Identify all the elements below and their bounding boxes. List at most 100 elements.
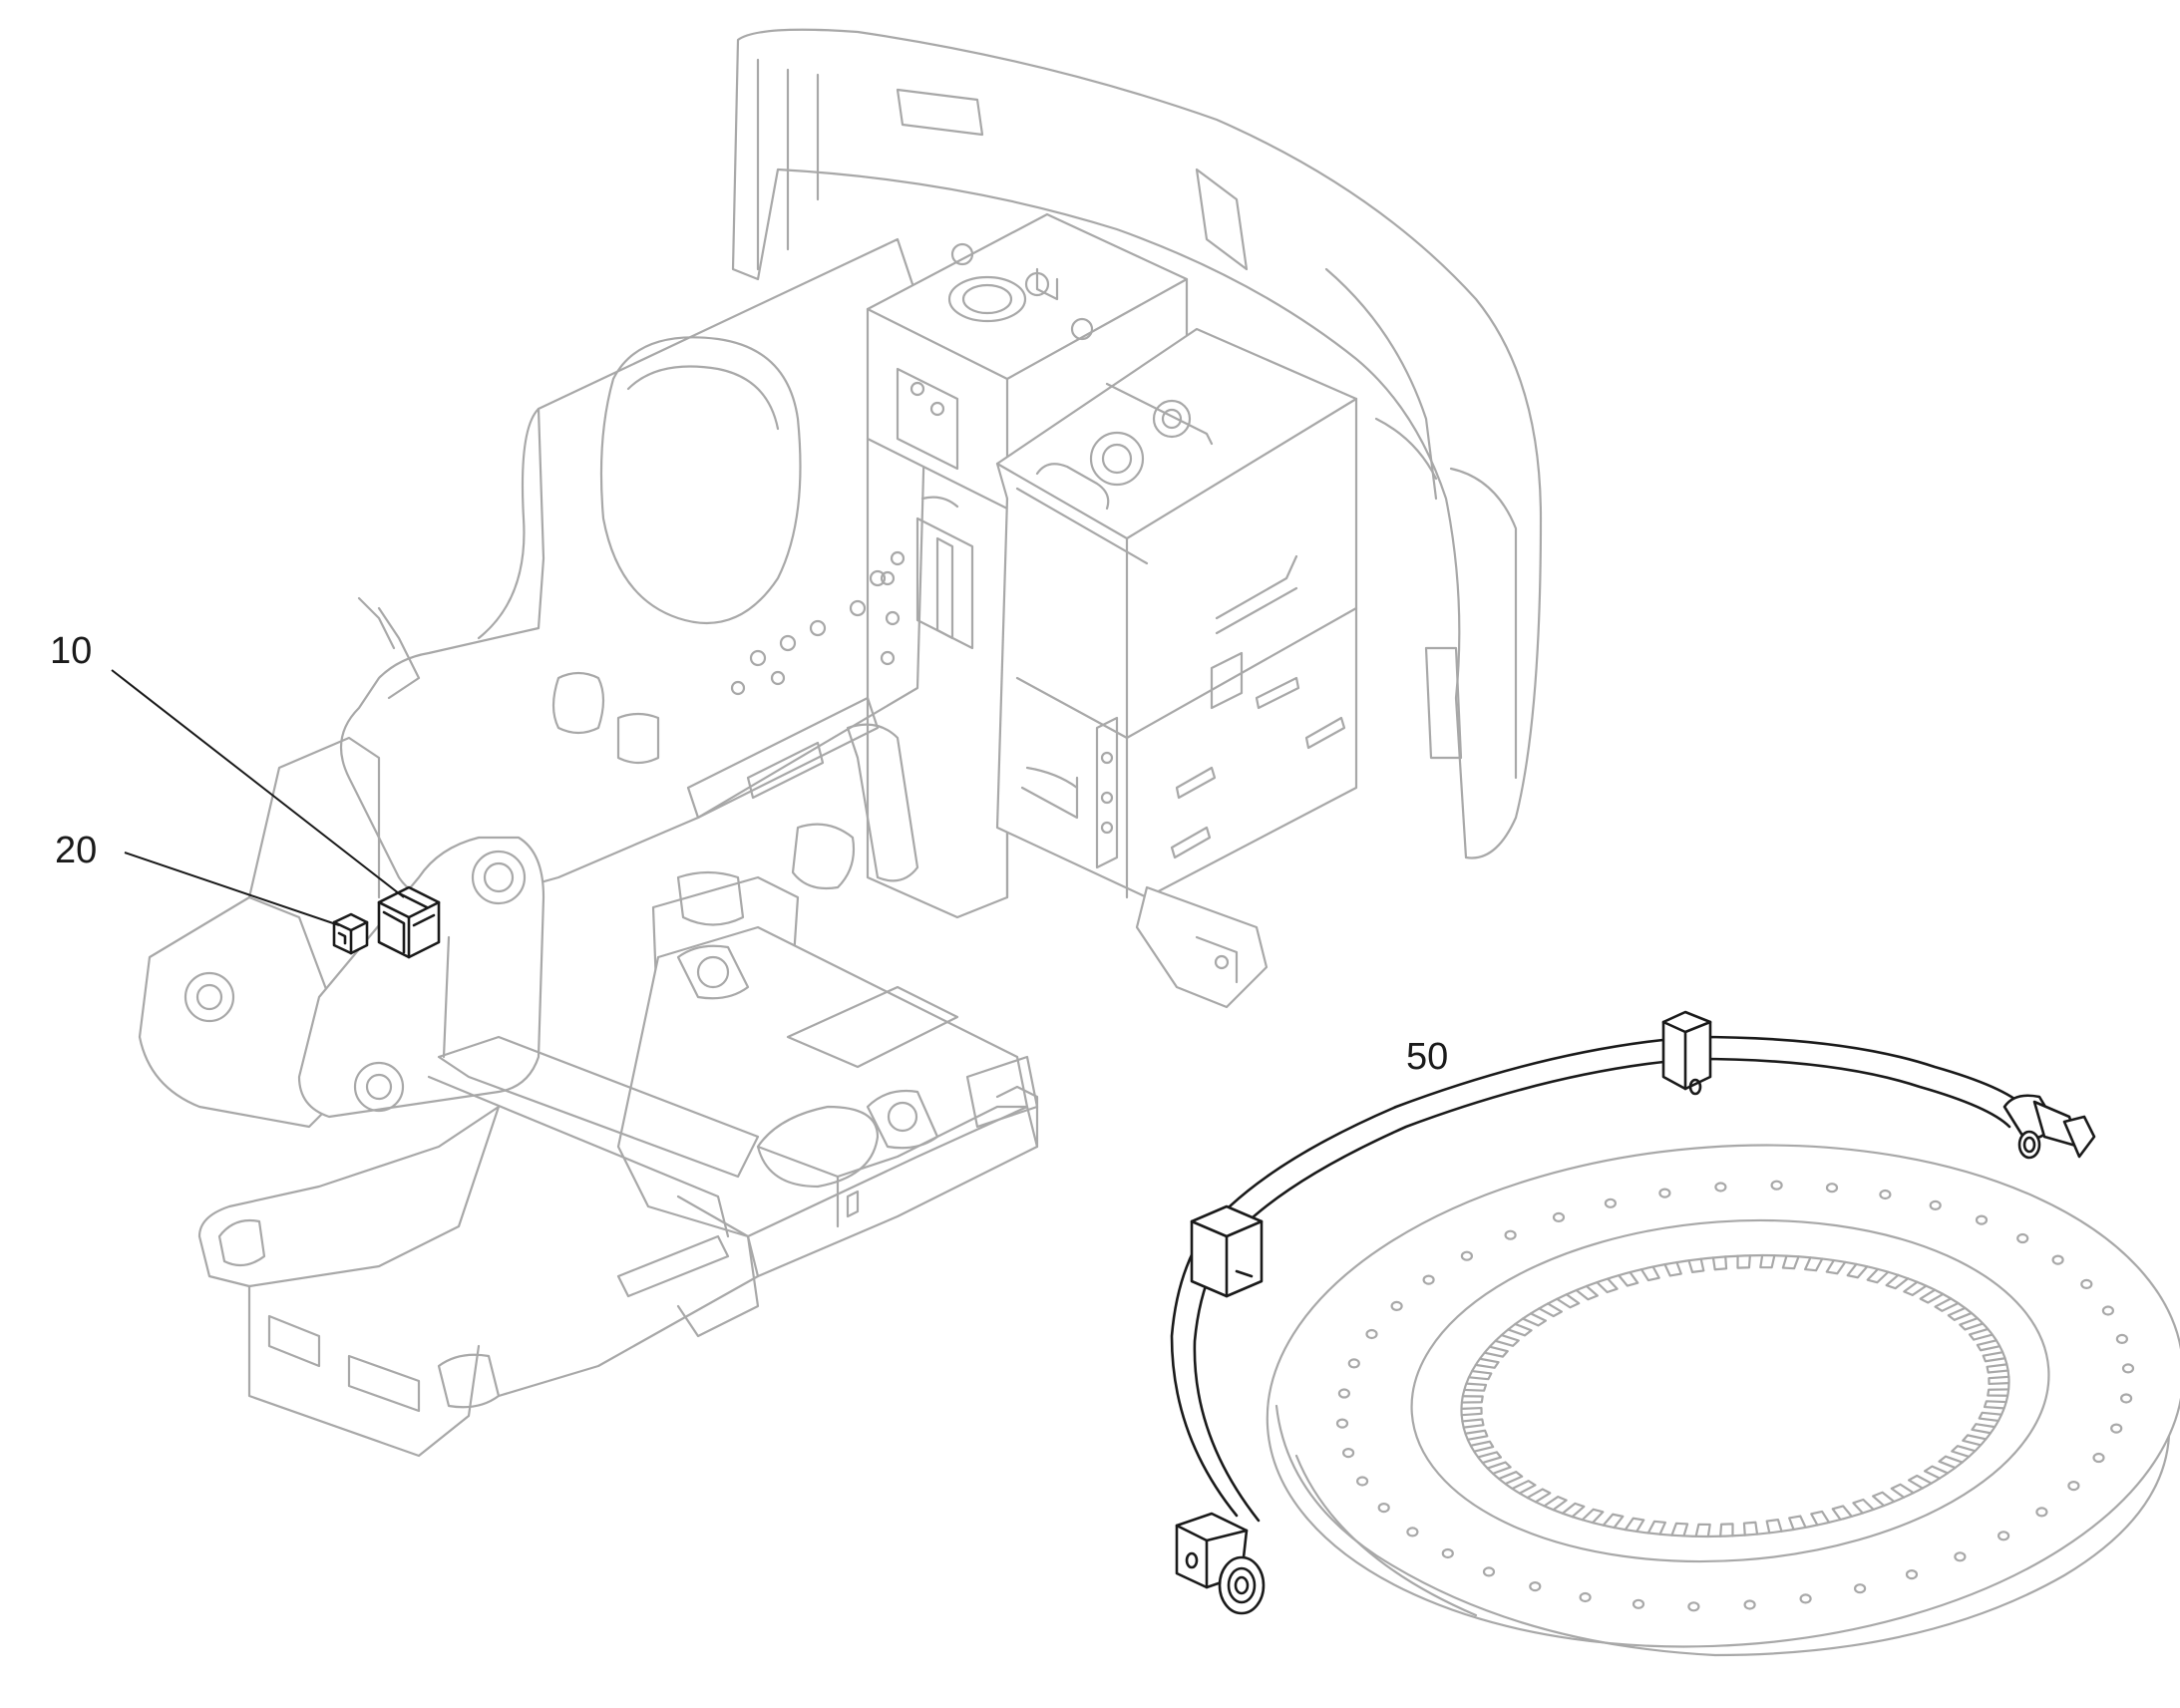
- bolt-hole: [1365, 1328, 1378, 1340]
- bolt-hole: [1335, 1418, 1349, 1429]
- gear-tooth: [1788, 1515, 1807, 1532]
- gear-tooth: [1890, 1483, 1915, 1499]
- callout-label-10: 10: [50, 630, 92, 672]
- gear-tooth: [1907, 1474, 1933, 1490]
- gear-tooth: [1463, 1382, 1488, 1392]
- leader-line-10: [111, 669, 405, 898]
- rear-bracket: [1135, 885, 1269, 1009]
- gear-tooth: [1483, 1345, 1509, 1358]
- gear-teeth: [1460, 1253, 2010, 1538]
- bolt-hole: [1658, 1188, 1671, 1198]
- upper-frame-assembly: [138, 28, 1543, 1458]
- gear-tooth: [1934, 1297, 1960, 1312]
- bolt-hole: [1954, 1551, 1967, 1562]
- gear-tooth: [1694, 1523, 1711, 1538]
- bolt-hole: [1604, 1197, 1618, 1208]
- gear-tooth: [1618, 1270, 1639, 1287]
- bolt-hole: [1390, 1300, 1403, 1312]
- bolt-hole: [1632, 1598, 1645, 1609]
- part-10-block[interactable]: [377, 885, 441, 959]
- gear-tooth: [1507, 1322, 1533, 1337]
- gear-tooth: [1988, 1375, 2010, 1386]
- boom-side-plate: [297, 836, 545, 1119]
- bolt-hole: [1341, 1447, 1355, 1459]
- gear-tooth: [1825, 1258, 1847, 1275]
- side-deck-rail: [197, 1035, 1039, 1458]
- part-50-hose-assembly[interactable]: [1170, 1010, 2096, 1615]
- gear-tooth: [1719, 1523, 1734, 1537]
- gear-tooth: [1460, 1406, 1483, 1417]
- gear-tooth: [1978, 1411, 2003, 1423]
- gear-tooth: [1938, 1455, 1964, 1470]
- gear-tooth: [1624, 1517, 1645, 1534]
- bolt-hole: [1825, 1183, 1839, 1194]
- gear-tooth: [1885, 1273, 1910, 1290]
- bolt-hole: [1504, 1229, 1517, 1240]
- callout-label-50: 50: [1406, 1036, 1448, 1078]
- gear-tooth: [1971, 1423, 1997, 1435]
- gear-tooth: [1663, 1260, 1682, 1277]
- gear-tooth: [1511, 1480, 1537, 1495]
- bolt-hole: [1687, 1601, 1700, 1612]
- gear-tooth: [1759, 1253, 1776, 1269]
- gear-tooth: [1639, 1265, 1660, 1282]
- main-frame-plate: [339, 237, 929, 904]
- gear-tooth: [1486, 1461, 1512, 1475]
- bolt-hole: [2092, 1452, 2105, 1464]
- gear-tooth: [1460, 1395, 1484, 1404]
- bolt-hole: [1552, 1211, 1566, 1223]
- bolt-hole: [1337, 1388, 1351, 1399]
- gear-tooth: [1987, 1388, 2010, 1397]
- gear-tooth: [1951, 1445, 1977, 1459]
- bolt-hole: [2120, 1393, 2133, 1404]
- bolt-hole: [1799, 1593, 1812, 1604]
- gear-tooth: [1903, 1280, 1928, 1297]
- gear-tooth: [1742, 1521, 1759, 1537]
- gear-tooth: [1852, 1498, 1875, 1515]
- bolt-hole: [1377, 1502, 1390, 1514]
- bolt-hole: [2121, 1363, 2135, 1374]
- bolt-hole: [1482, 1566, 1496, 1577]
- gear-tooth: [1526, 1488, 1552, 1504]
- gear-tooth: [1983, 1400, 2007, 1410]
- counterweight: [731, 28, 1543, 859]
- bolt-hole: [1929, 1199, 1942, 1211]
- gear-tooth: [1646, 1520, 1666, 1536]
- bolt-hole: [1975, 1214, 1989, 1225]
- bolt-hole: [1529, 1580, 1542, 1592]
- leader-line-20: [124, 852, 340, 926]
- callout-10: 10: [50, 630, 405, 898]
- bolt-hole: [1879, 1189, 1892, 1200]
- bolt-hole: [1853, 1583, 1867, 1594]
- part-20-block[interactable]: [332, 912, 369, 955]
- gear-tooth: [1959, 1317, 1985, 1331]
- gear-tooth: [1968, 1327, 1994, 1341]
- gear-tooth: [1846, 1262, 1869, 1279]
- gear-tooth: [1872, 1491, 1896, 1508]
- gear-tooth: [1494, 1333, 1520, 1347]
- gear-tooth: [1538, 1302, 1564, 1318]
- gear-tooth: [1543, 1495, 1568, 1512]
- bolt-hole: [1579, 1591, 1592, 1603]
- gear-tooth: [1556, 1293, 1581, 1309]
- bolt-hole: [1406, 1527, 1419, 1537]
- gear-tooth: [1464, 1429, 1489, 1441]
- gear-tooth: [1469, 1440, 1495, 1453]
- gear-tooth: [1561, 1502, 1586, 1519]
- slewing-ring: [1266, 1144, 2180, 1657]
- gear-tooth: [1866, 1267, 1890, 1284]
- gear-tooth: [1461, 1418, 1485, 1429]
- gear-tooth: [1736, 1254, 1751, 1269]
- gear-tooth: [1976, 1339, 2001, 1352]
- bolt-hole: [2110, 1423, 2123, 1434]
- bolt-hole: [2067, 1480, 2080, 1492]
- gear-tooth: [1986, 1363, 2009, 1374]
- bolt-hole: [2101, 1305, 2114, 1316]
- gear-tooth: [1711, 1255, 1728, 1271]
- bolt-hole: [2080, 1278, 2093, 1290]
- gear-tooth: [1962, 1434, 1988, 1447]
- bolt-holes: [1335, 1180, 2135, 1612]
- gear-tooth: [1982, 1351, 2006, 1363]
- gear-tooth: [1919, 1288, 1945, 1304]
- bolt-hole: [2035, 1507, 2048, 1518]
